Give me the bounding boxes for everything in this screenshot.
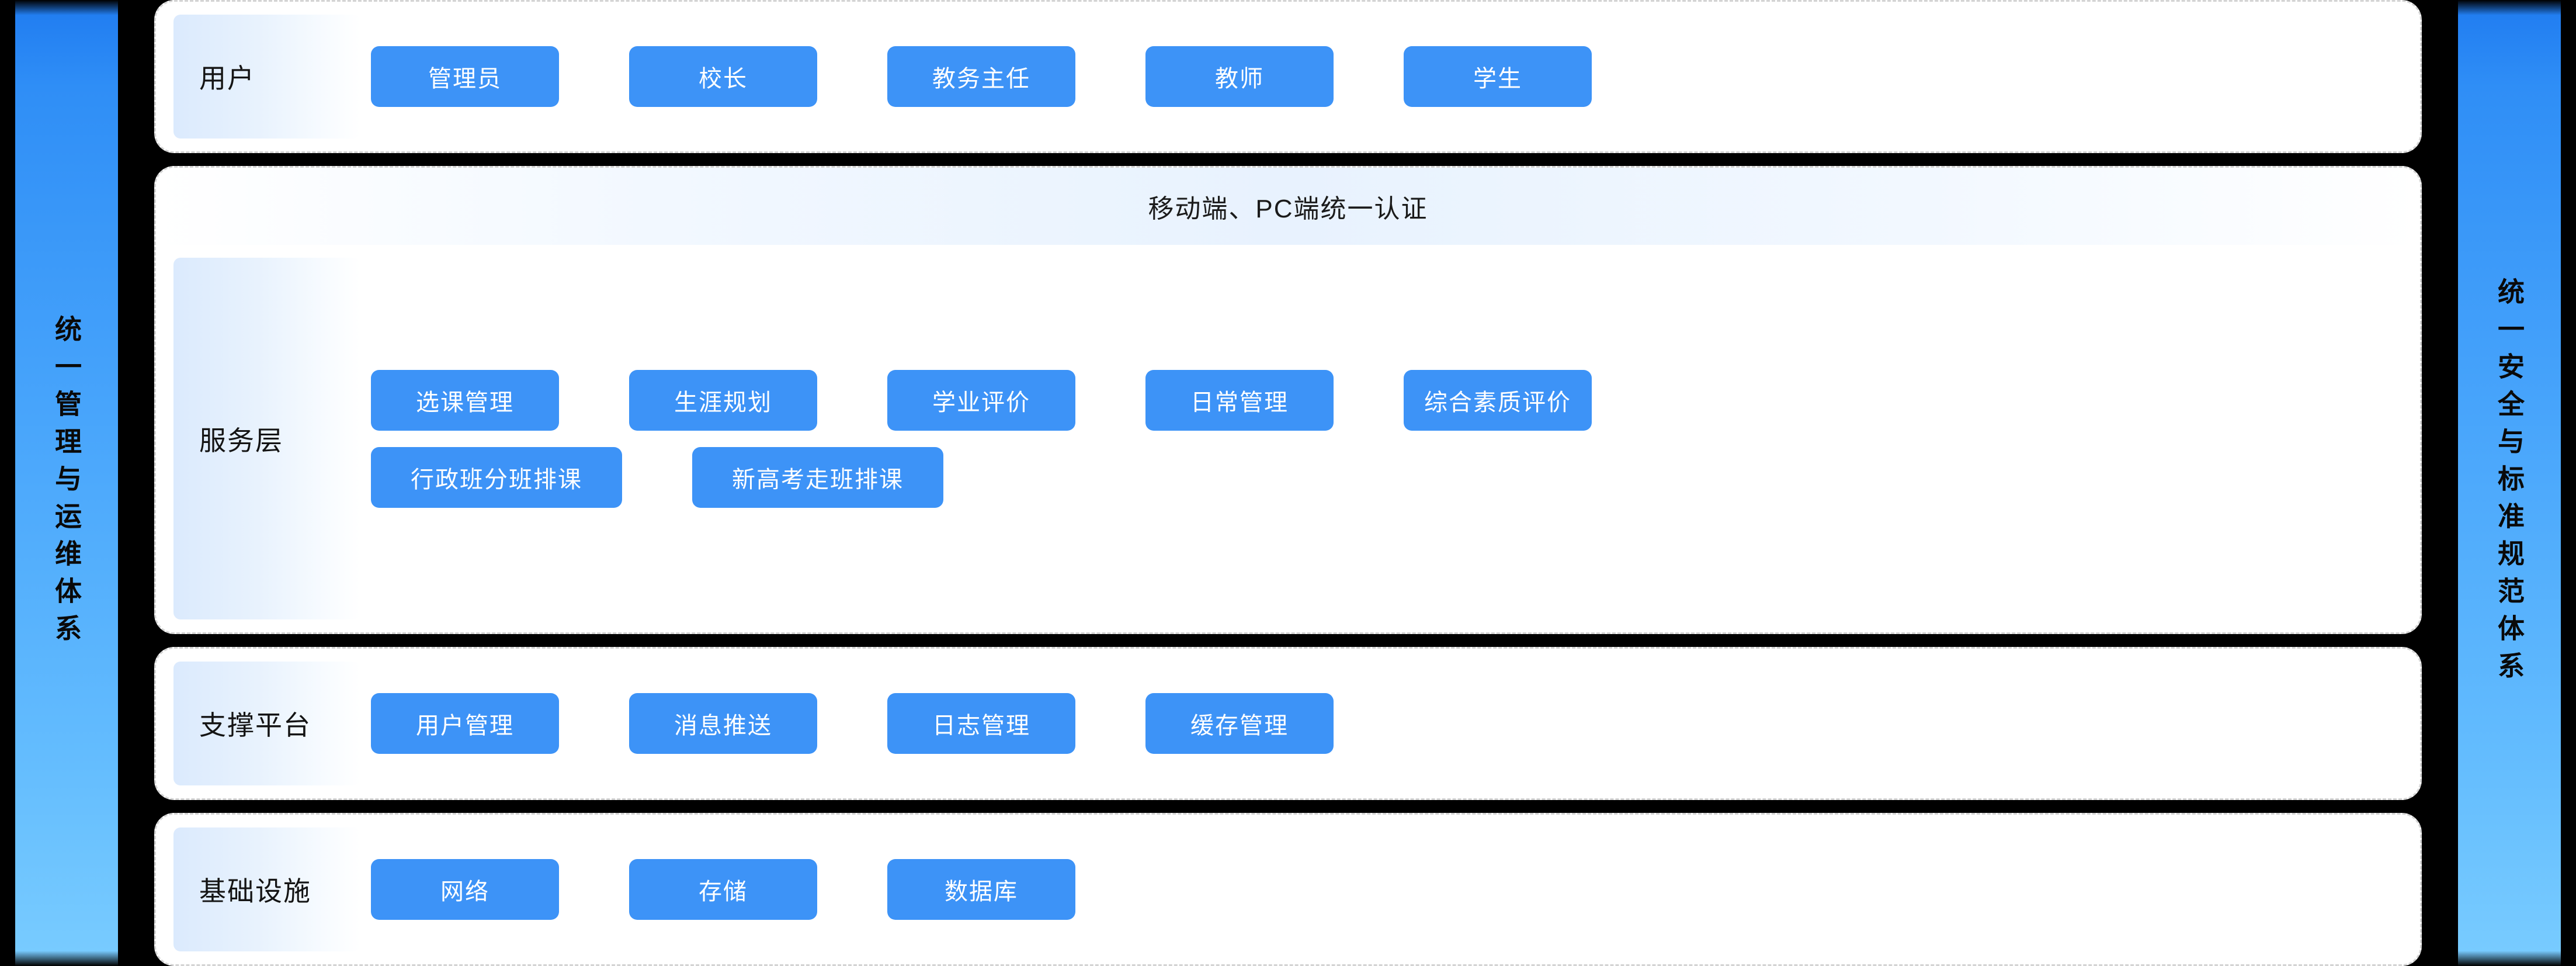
- module-pill-career-planning[interactable]: 生涯规划: [629, 369, 817, 431]
- module-pill-database[interactable]: 数据库: [887, 859, 1075, 920]
- module-pill-admin-class-scheduling[interactable]: 行政班分班排课: [371, 446, 622, 508]
- module-pill-teacher[interactable]: 教师: [1145, 46, 1334, 107]
- module-pill-admin[interactable]: 管理员: [371, 46, 559, 107]
- module-pill-gaokao-elective-scheduling[interactable]: 新高考走班排课: [692, 446, 943, 508]
- service-body: 服务层 选课管理 生涯规划 学业评价 日常管理 综合素质评价 行政班分班排课 新…: [156, 245, 2420, 632]
- support-body: 支撑平台 用户管理 消息推送 日志管理 缓存管理: [156, 649, 2420, 798]
- service-label: 服务层: [199, 425, 283, 456]
- module-pill-daily-management[interactable]: 日常管理: [1145, 369, 1334, 431]
- users-label-plate: 用户: [173, 15, 360, 139]
- module-pill-principal[interactable]: 校长: [629, 46, 817, 107]
- support-label: 支撑平台: [199, 710, 311, 740]
- module-pill-course-selection[interactable]: 选课管理: [371, 369, 559, 431]
- users-module-row: 管理员 校长 教务主任 教师 学生: [371, 46, 2406, 107]
- infrastructure-module-grid: 网络 存储 数据库: [360, 859, 2406, 920]
- left-vertical-band: 统一管理与运维体系: [15, 0, 118, 966]
- users-body: 用户 管理员 校长 教务主任 教师 学生: [156, 2, 2420, 151]
- infrastructure-label: 基础设施: [199, 876, 311, 906]
- layer-card-support: 支撑平台 用户管理 消息推送 日志管理 缓存管理: [154, 647, 2422, 800]
- module-pill-log-management[interactable]: 日志管理: [887, 693, 1075, 754]
- module-pill-storage[interactable]: 存储: [629, 859, 817, 920]
- unified-auth-banner: 移动端、PC端统一认证: [156, 168, 2420, 245]
- module-pill-cache-management[interactable]: 缓存管理: [1145, 693, 1334, 754]
- right-vertical-band: 统一安全与标准规范体系: [2458, 0, 2561, 966]
- layer-stack: 用户 管理员 校长 教务主任 教师 学生 移动端、PC端统一认证: [118, 0, 2458, 966]
- right-band-label: 统一安全与标准规范体系: [2494, 277, 2525, 689]
- service-label-plate: 服务层: [173, 258, 360, 619]
- support-module-grid: 用户管理 消息推送 日志管理 缓存管理: [360, 693, 2406, 754]
- service-module-grid: 选课管理 生涯规划 学业评价 日常管理 综合素质评价 行政班分班排课 新高考走班…: [360, 369, 2406, 508]
- module-pill-user-management[interactable]: 用户管理: [371, 693, 559, 754]
- service-module-row-2: 行政班分班排课 新高考走班排课: [371, 446, 2406, 508]
- module-pill-network[interactable]: 网络: [371, 859, 559, 920]
- infrastructure-module-row: 网络 存储 数据库: [371, 859, 2406, 920]
- module-pill-academic-evaluation[interactable]: 学业评价: [887, 369, 1075, 431]
- module-pill-academic-director[interactable]: 教务主任: [887, 46, 1075, 107]
- left-band-label: 统一管理与运维体系: [51, 314, 82, 652]
- module-pill-student[interactable]: 学生: [1404, 46, 1592, 107]
- infrastructure-label-plate: 基础设施: [173, 827, 360, 951]
- layer-card-users: 用户 管理员 校长 教务主任 教师 学生: [154, 0, 2422, 153]
- users-label: 用户: [199, 63, 255, 94]
- users-module-grid: 管理员 校长 教务主任 教师 学生: [360, 46, 2406, 107]
- infrastructure-body: 基础设施 网络 存储 数据库: [156, 815, 2420, 964]
- module-pill-message-push[interactable]: 消息推送: [629, 693, 817, 754]
- module-pill-comprehensive-quality-evaluation[interactable]: 综合素质评价: [1404, 369, 1592, 431]
- unified-auth-label: 移动端、PC端统一认证: [1148, 195, 1428, 223]
- layer-card-infrastructure: 基础设施 网络 存储 数据库: [154, 813, 2422, 966]
- layer-card-service: 移动端、PC端统一认证 服务层 选课管理 生涯规划 学业评价 日常管理 综合素质…: [154, 166, 2422, 634]
- service-module-row-1: 选课管理 生涯规划 学业评价 日常管理 综合素质评价: [371, 369, 2406, 431]
- support-label-plate: 支撑平台: [173, 662, 360, 785]
- support-module-row: 用户管理 消息推送 日志管理 缓存管理: [371, 693, 2406, 754]
